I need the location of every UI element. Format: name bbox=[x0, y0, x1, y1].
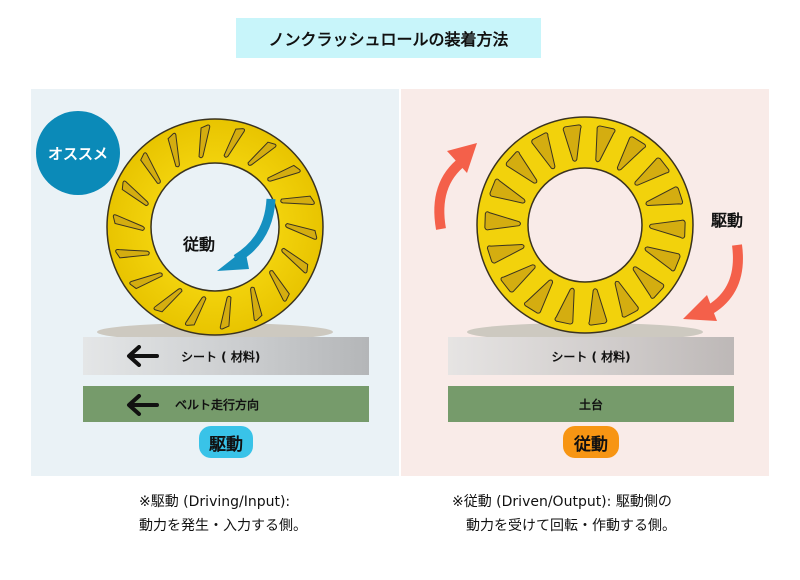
left-note-line2: 動力を発生・入力する側。 bbox=[139, 518, 307, 534]
rotation-arrow-down-icon bbox=[683, 244, 743, 321]
drive-role-badge: 駆動 bbox=[199, 426, 253, 458]
right-panel-driven-roll: 駆動 シート ( 材料) 土台 従動 bbox=[401, 89, 769, 476]
right-note-line1: ※従動 (Driven/Output): 駆動側の bbox=[452, 494, 672, 510]
sheet-bar: シート ( 材料) bbox=[448, 337, 734, 375]
driven-inner-label: 従動 bbox=[183, 235, 216, 254]
drive-side-label: 駆動 bbox=[711, 211, 744, 230]
rotation-arrow-up-icon bbox=[434, 143, 477, 230]
sheet-label: シート ( 材料) bbox=[551, 349, 631, 364]
base-bar: 土台 bbox=[448, 386, 734, 422]
page-title: ノンクラッシュロールの装着方法 bbox=[236, 18, 541, 58]
roll-illustration-right bbox=[434, 116, 743, 341]
driven-role-badge: 従動 bbox=[563, 426, 619, 458]
right-note-line2: 動力を受けて回転・作動する側。 bbox=[466, 518, 676, 534]
arrow-left-icon bbox=[127, 345, 159, 367]
recommend-badge: オススメ bbox=[36, 111, 120, 195]
base-label: 土台 bbox=[578, 397, 603, 412]
arrow-left-icon bbox=[127, 394, 159, 416]
belt-bar: ベルト走行方向 bbox=[83, 386, 369, 422]
roll-illustration-left bbox=[97, 118, 333, 341]
belt-direction-label: ベルト走行方向 bbox=[175, 397, 260, 412]
left-note: ※駆動 (Driving/Input): 動力を発生・入力する側。 bbox=[139, 490, 307, 538]
rotation-arrow-icon bbox=[217, 198, 276, 271]
sheet-bar: シート ( 材料) bbox=[83, 337, 369, 375]
left-panel-drive-belt: オススメ 従動 シート ( 材料) ベルト走行方向 駆動 bbox=[31, 89, 399, 476]
right-note: ※従動 (Driven/Output): 駆動側の 動力を受けて回転・作動する側… bbox=[452, 490, 676, 538]
sheet-label: シート ( 材料) bbox=[181, 349, 261, 364]
left-note-line1: ※駆動 (Driving/Input): bbox=[139, 494, 291, 510]
